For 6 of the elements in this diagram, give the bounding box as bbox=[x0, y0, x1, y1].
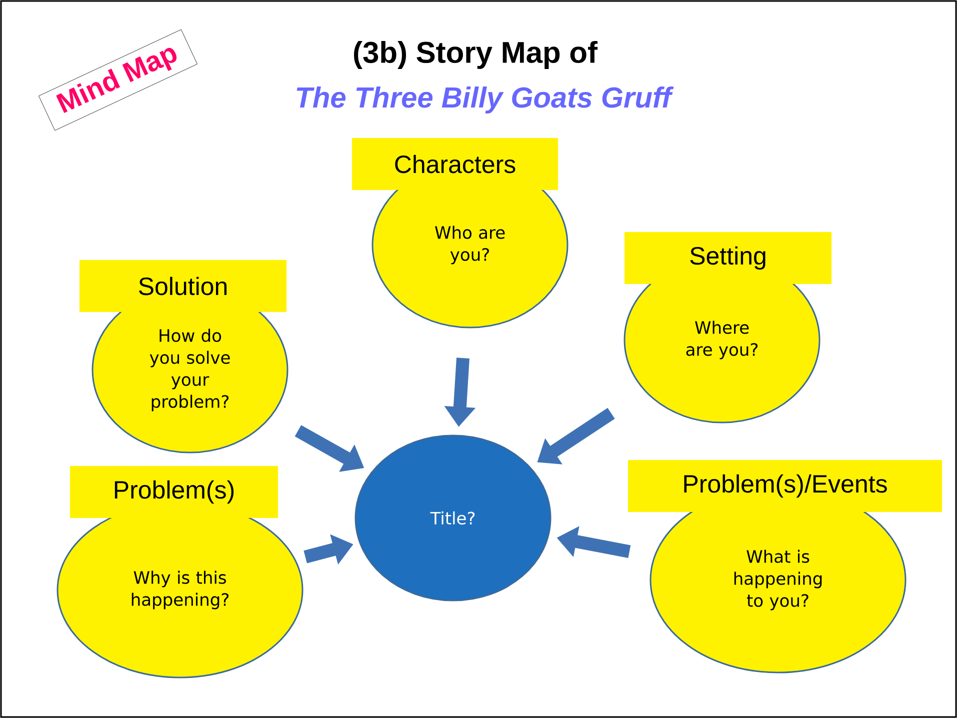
title: (3b) Story Map of bbox=[354, 41, 598, 69]
heading-box: Setting bbox=[624, 232, 832, 284]
heading-box: Problem(s) bbox=[70, 466, 278, 518]
subtitle: The Three Billy Goats Gruff bbox=[296, 86, 674, 114]
heading-box: Characters bbox=[352, 138, 558, 190]
tag-box: Mind Map bbox=[38, 29, 198, 131]
